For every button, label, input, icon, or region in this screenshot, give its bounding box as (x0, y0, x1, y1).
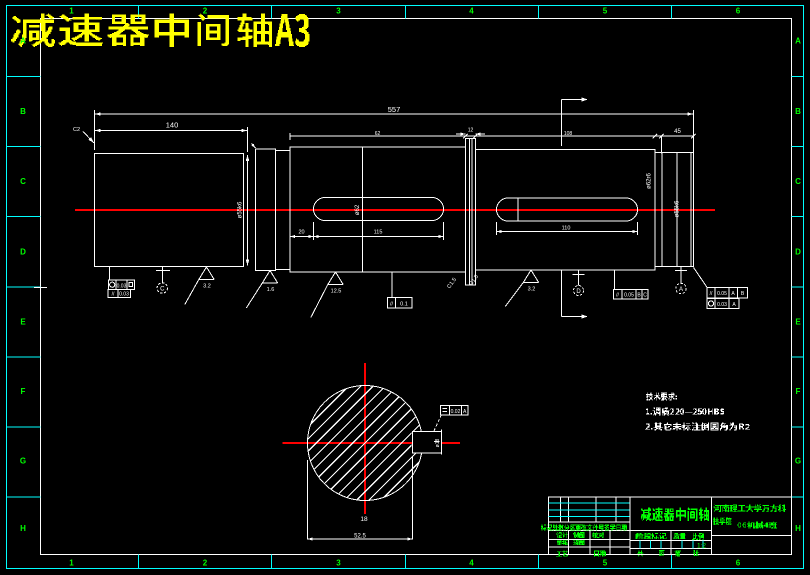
svg-text:C1.5: C1.5 (468, 274, 480, 287)
svg-text:ø62r6: ø62r6 (647, 173, 653, 189)
svg-text:3.2: 3.2 (203, 284, 211, 290)
svg-text:557: 557 (388, 105, 401, 114)
svg-text:H: H (795, 524, 801, 533)
svg-text:18: 18 (360, 516, 368, 523)
svg-text:6: 6 (736, 7, 741, 16)
svg-text:C: C (20, 177, 26, 186)
svg-text:20: 20 (298, 230, 304, 236)
svg-text://: // (390, 302, 394, 308)
svg-text:52.5: 52.5 (354, 534, 366, 540)
svg-text:G: G (795, 457, 801, 466)
svg-text:3.2: 3.2 (528, 287, 536, 293)
svg-text:A: A (732, 302, 736, 308)
svg-text:ø55k6: ø55k6 (675, 200, 681, 217)
svg-text:1: 1 (69, 7, 74, 16)
svg-text:B: B (741, 291, 745, 297)
svg-text:0.03: 0.03 (119, 292, 129, 298)
svg-text:110: 110 (562, 226, 571, 232)
svg-text:G: G (20, 457, 26, 466)
svg-text:1: 1 (69, 559, 74, 568)
svg-text:B: B (637, 293, 641, 299)
svg-text:12.5: 12.5 (331, 289, 342, 295)
svg-text:0.05: 0.05 (717, 291, 727, 297)
svg-text:0.1: 0.1 (400, 302, 408, 308)
svg-text:F: F (21, 387, 26, 396)
svg-text:5: 5 (603, 559, 608, 568)
svg-text:C: C (643, 293, 647, 299)
svg-text:4: 4 (469, 7, 474, 16)
svg-text:E: E (795, 318, 801, 327)
svg-text:2: 2 (203, 559, 208, 568)
svg-text:B: B (795, 107, 801, 116)
svg-text:ø62: ø62 (355, 204, 361, 215)
svg-text:C2: C2 (73, 127, 80, 133)
svg-text:108: 108 (564, 131, 573, 137)
svg-text:2: 2 (203, 7, 208, 16)
svg-text:A: A (679, 287, 683, 293)
svg-text:D: D (795, 248, 801, 257)
svg-text:A: A (20, 37, 26, 46)
svg-text:A: A (731, 291, 735, 297)
svg-text:H: H (20, 524, 26, 533)
svg-text:A: A (463, 409, 467, 415)
svg-text:5: 5 (603, 7, 608, 16)
svg-text:A: A (795, 37, 801, 46)
svg-text:1.6: 1.6 (267, 287, 275, 293)
svg-text:3: 3 (336, 559, 341, 568)
svg-text:62: 62 (375, 131, 381, 137)
svg-text://: // (616, 293, 619, 299)
svg-text:C: C (795, 177, 801, 186)
svg-text:E: E (20, 318, 26, 327)
svg-text:0.03: 0.03 (717, 302, 727, 308)
svg-text://: // (112, 292, 115, 298)
svg-text:1:2: 1:2 (697, 543, 706, 550)
svg-text:0.03: 0.03 (117, 284, 127, 290)
svg-text:12: 12 (468, 128, 474, 134)
svg-text:4: 4 (469, 559, 474, 568)
svg-text:0.02: 0.02 (451, 409, 461, 415)
svg-text://: // (710, 291, 713, 297)
svg-text:140: 140 (166, 121, 179, 130)
svg-text:D: D (20, 248, 26, 257)
svg-text:3: 3 (336, 7, 341, 16)
svg-text:B: B (20, 107, 26, 116)
svg-text:6: 6 (736, 559, 741, 568)
svg-text:ø18: ø18 (435, 438, 441, 447)
svg-text:ø55k6: ø55k6 (238, 201, 244, 218)
svg-text:C: C (160, 287, 165, 293)
svg-text:0.05: 0.05 (624, 293, 634, 299)
svg-text:F: F (796, 387, 801, 396)
svg-text:115: 115 (374, 230, 383, 236)
svg-text:45: 45 (674, 129, 681, 135)
svg-text:C1.5: C1.5 (446, 277, 458, 290)
svg-text:D: D (576, 289, 581, 295)
